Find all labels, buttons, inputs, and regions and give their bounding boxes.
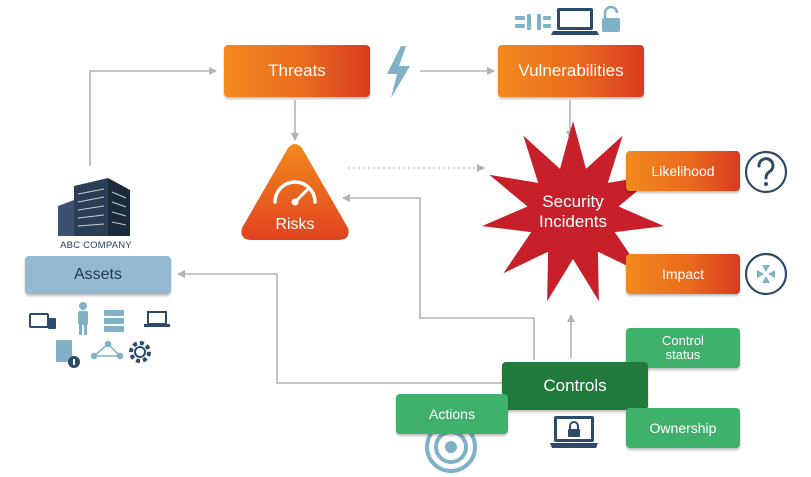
compress-arrows-icon [744, 252, 788, 296]
building-icon [58, 178, 130, 236]
company-label: ABC COMPANY [60, 240, 132, 251]
network-icon [90, 340, 124, 360]
likelihood-box: Likelihood [626, 151, 740, 191]
laptop-small-icon [144, 311, 170, 327]
controls-label: Controls [543, 376, 607, 395]
impact-label: Impact [661, 266, 704, 282]
impact-box: Impact [626, 254, 740, 294]
chain-link-icon [515, 14, 551, 30]
assets-label: Assets [73, 266, 122, 283]
lightning-bolt-icon [387, 46, 410, 98]
ownership-box: Ownership [626, 408, 740, 448]
likelihood-label: Likelihood [651, 163, 715, 179]
arrow-controls-to-risks [342, 194, 535, 360]
question-mark-icon [744, 150, 788, 194]
arrow-controls-to-assets [177, 270, 502, 384]
security-incidents-line1: Security [542, 192, 604, 211]
security-incidents-starburst [481, 121, 665, 302]
actions-box: Actions [396, 394, 508, 434]
arrow-assets-to-threats [89, 67, 217, 166]
vulnerabilities-label: Vulnerabilities [518, 61, 624, 80]
threats-label: Threats [268, 61, 326, 80]
actions-label: Actions [429, 406, 475, 422]
devices-icon [29, 313, 56, 329]
gear-icon [129, 341, 151, 363]
person-icon [78, 302, 88, 335]
assets-box: Assets [25, 256, 171, 294]
server-icon [104, 310, 124, 332]
control-status-line2: status [665, 347, 701, 362]
padlock-icon [602, 5, 620, 32]
laptop-icon [551, 8, 599, 35]
risks-triangle [241, 144, 349, 240]
controls-box: Controls [502, 362, 648, 410]
laptop-lock-icon [550, 416, 598, 448]
security-incidents-line2: Incidents [538, 212, 608, 231]
ownership-label: Ownership [649, 420, 717, 436]
control-status-box: Control status [626, 328, 740, 368]
document-info-icon [56, 340, 80, 368]
asset-icons [29, 302, 170, 368]
threats-box: Threats [224, 45, 370, 97]
vulnerability-icons [515, 5, 620, 35]
security-incidents-label: Security Incidents [518, 192, 628, 232]
risks-label: Risks [275, 216, 315, 233]
control-status-line1: Control [662, 333, 704, 348]
vulnerabilities-box: Vulnerabilities [498, 45, 644, 97]
